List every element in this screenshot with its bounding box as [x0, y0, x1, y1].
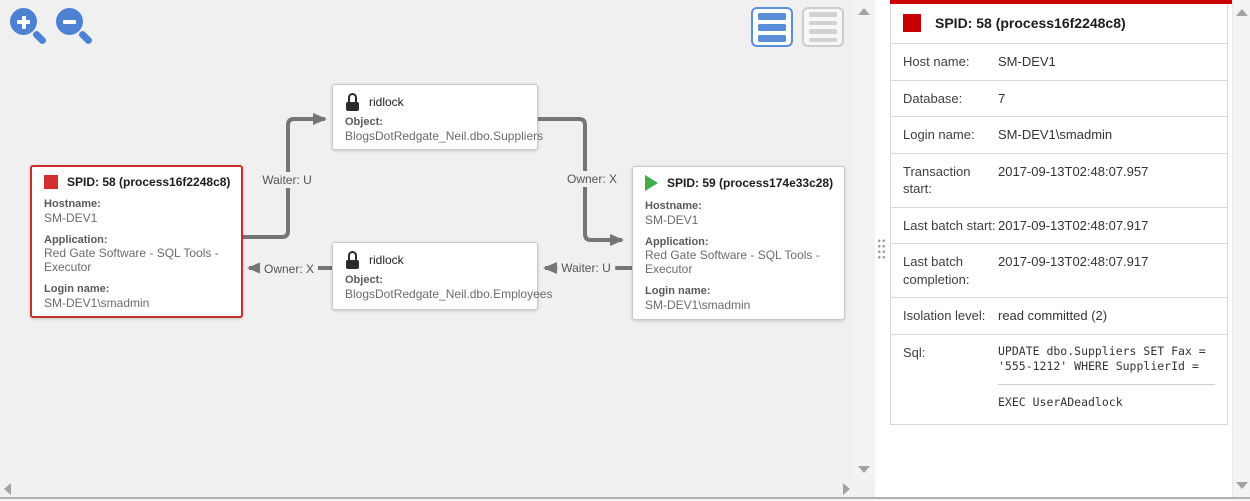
lock-icon [345, 251, 360, 269]
process-node-spid59[interactable]: SPID: 59 (process174e33c28) Hostname: SM… [632, 166, 845, 320]
graph-canvas[interactable]: Waiter: U Owner: X Owner: X Waiter: U [0, 0, 853, 481]
details-panel: SPID: 58 (process16f2248c8) Host name: S… [890, 0, 1232, 497]
lock-node-suppliers[interactable]: ridlock Object: BlogsDotRedgate_Neil.dbo… [332, 84, 544, 150]
zoom-in-button[interactable] [9, 7, 49, 47]
detail-row-isolation-level: Isolation level: read committed (2) [891, 298, 1227, 335]
view-toggle-detailed-button[interactable] [802, 7, 844, 47]
sql-text: UPDATE dbo.Suppliers SET Fax = '555-1212… [998, 344, 1215, 411]
scroll-down-icon[interactable] [858, 466, 870, 473]
edge-label-waiter-left: Waiter: U [258, 172, 316, 188]
zoom-in-icon [10, 8, 37, 35]
sql-statement-divider [998, 383, 1215, 385]
field-value: SM-DEV1\smadmin [645, 297, 751, 312]
panel-splitter[interactable] [875, 0, 890, 497]
field-label: Object: [345, 274, 383, 286]
detail-row-transaction-start: Transaction start: 2017-09-13T02:48:07.9… [891, 154, 1227, 208]
field-label: Hostname: [44, 198, 101, 210]
detail-row-login-name: Login name: SM-DEV1\smadmin [891, 117, 1227, 154]
details-title: SPID: 58 (process16f2248c8) [935, 15, 1126, 31]
field-value: BlogsDotRedgate_Neil.dbo.Employees [345, 286, 553, 301]
node-title: SPID: 58 (process16f2248c8) [67, 175, 231, 189]
scroll-left-icon[interactable] [4, 483, 11, 495]
field-value: SM-DEV1\smadmin [44, 295, 150, 310]
node-title: SPID: 59 (process174e33c28) [667, 176, 834, 190]
panel-accent-bar [890, 0, 1232, 4]
scroll-right-icon[interactable] [843, 483, 850, 495]
edge-label-owner-right: Owner: X [562, 171, 622, 187]
process-node-spid58[interactable]: SPID: 58 (process16f2248c8) Hostname: SM… [30, 165, 243, 318]
field-value: Red Gate Software - SQL Tools - Executor [645, 248, 820, 277]
detail-row-host-name: Host name: SM-DEV1 [891, 44, 1227, 81]
field-label: Object: [345, 116, 383, 128]
detail-row-sql: Sql: UPDATE dbo.Suppliers SET Fax = '555… [891, 335, 1227, 426]
running-process-icon [645, 175, 658, 191]
canvas-vertical-scrollbar[interactable] [853, 0, 875, 481]
deadlock-victim-icon [903, 14, 921, 32]
scroll-up-icon[interactable] [1236, 9, 1248, 16]
field-label: Login name: [645, 284, 711, 297]
field-value: SM-DEV1 [44, 210, 98, 225]
zoom-out-icon [56, 8, 83, 35]
field-label: Application: [645, 235, 709, 248]
lock-icon [345, 93, 360, 111]
zoom-out-button[interactable] [55, 7, 95, 47]
node-title: ridlock [369, 94, 404, 109]
scroll-down-icon[interactable] [1236, 482, 1248, 489]
field-label: Login name: [44, 282, 110, 295]
view-toggle-list-button[interactable] [751, 7, 793, 47]
edge-label-owner-left: Owner: X [259, 261, 319, 277]
field-label: Hostname: [645, 200, 702, 212]
canvas-horizontal-scrollbar[interactable] [0, 481, 875, 497]
details-header: SPID: 58 (process16f2248c8) [891, 4, 1227, 44]
panel-vertical-scrollbar[interactable] [1232, 0, 1250, 497]
list-view-icon [758, 12, 786, 20]
detailed-view-icon [809, 12, 837, 17]
details-table: SPID: 58 (process16f2248c8) Host name: S… [890, 4, 1228, 426]
detail-row-database: Database: 7 [891, 81, 1227, 118]
bottom-border [0, 497, 1250, 499]
detail-row-last-batch-start: Last batch start: 2017-09-13T02:48:07.91… [891, 208, 1227, 245]
edge-label-waiter-right: Waiter: U [557, 260, 615, 276]
deadlock-victim-icon [44, 175, 58, 189]
scroll-up-icon[interactable] [858, 8, 870, 15]
field-value: BlogsDotRedgate_Neil.dbo.Suppliers [345, 128, 544, 143]
splitter-grip-icon[interactable] [877, 238, 886, 260]
detail-row-last-batch-completion: Last batch completion: 2017-09-13T02:48:… [891, 244, 1227, 299]
field-label: Application: [44, 233, 108, 246]
field-value: SM-DEV1 [645, 212, 699, 227]
lock-node-employees[interactable]: ridlock Object: BlogsDotRedgate_Neil.dbo… [332, 242, 553, 310]
field-value: Red Gate Software - SQL Tools - Executor [44, 246, 219, 275]
node-title: ridlock [369, 252, 404, 267]
